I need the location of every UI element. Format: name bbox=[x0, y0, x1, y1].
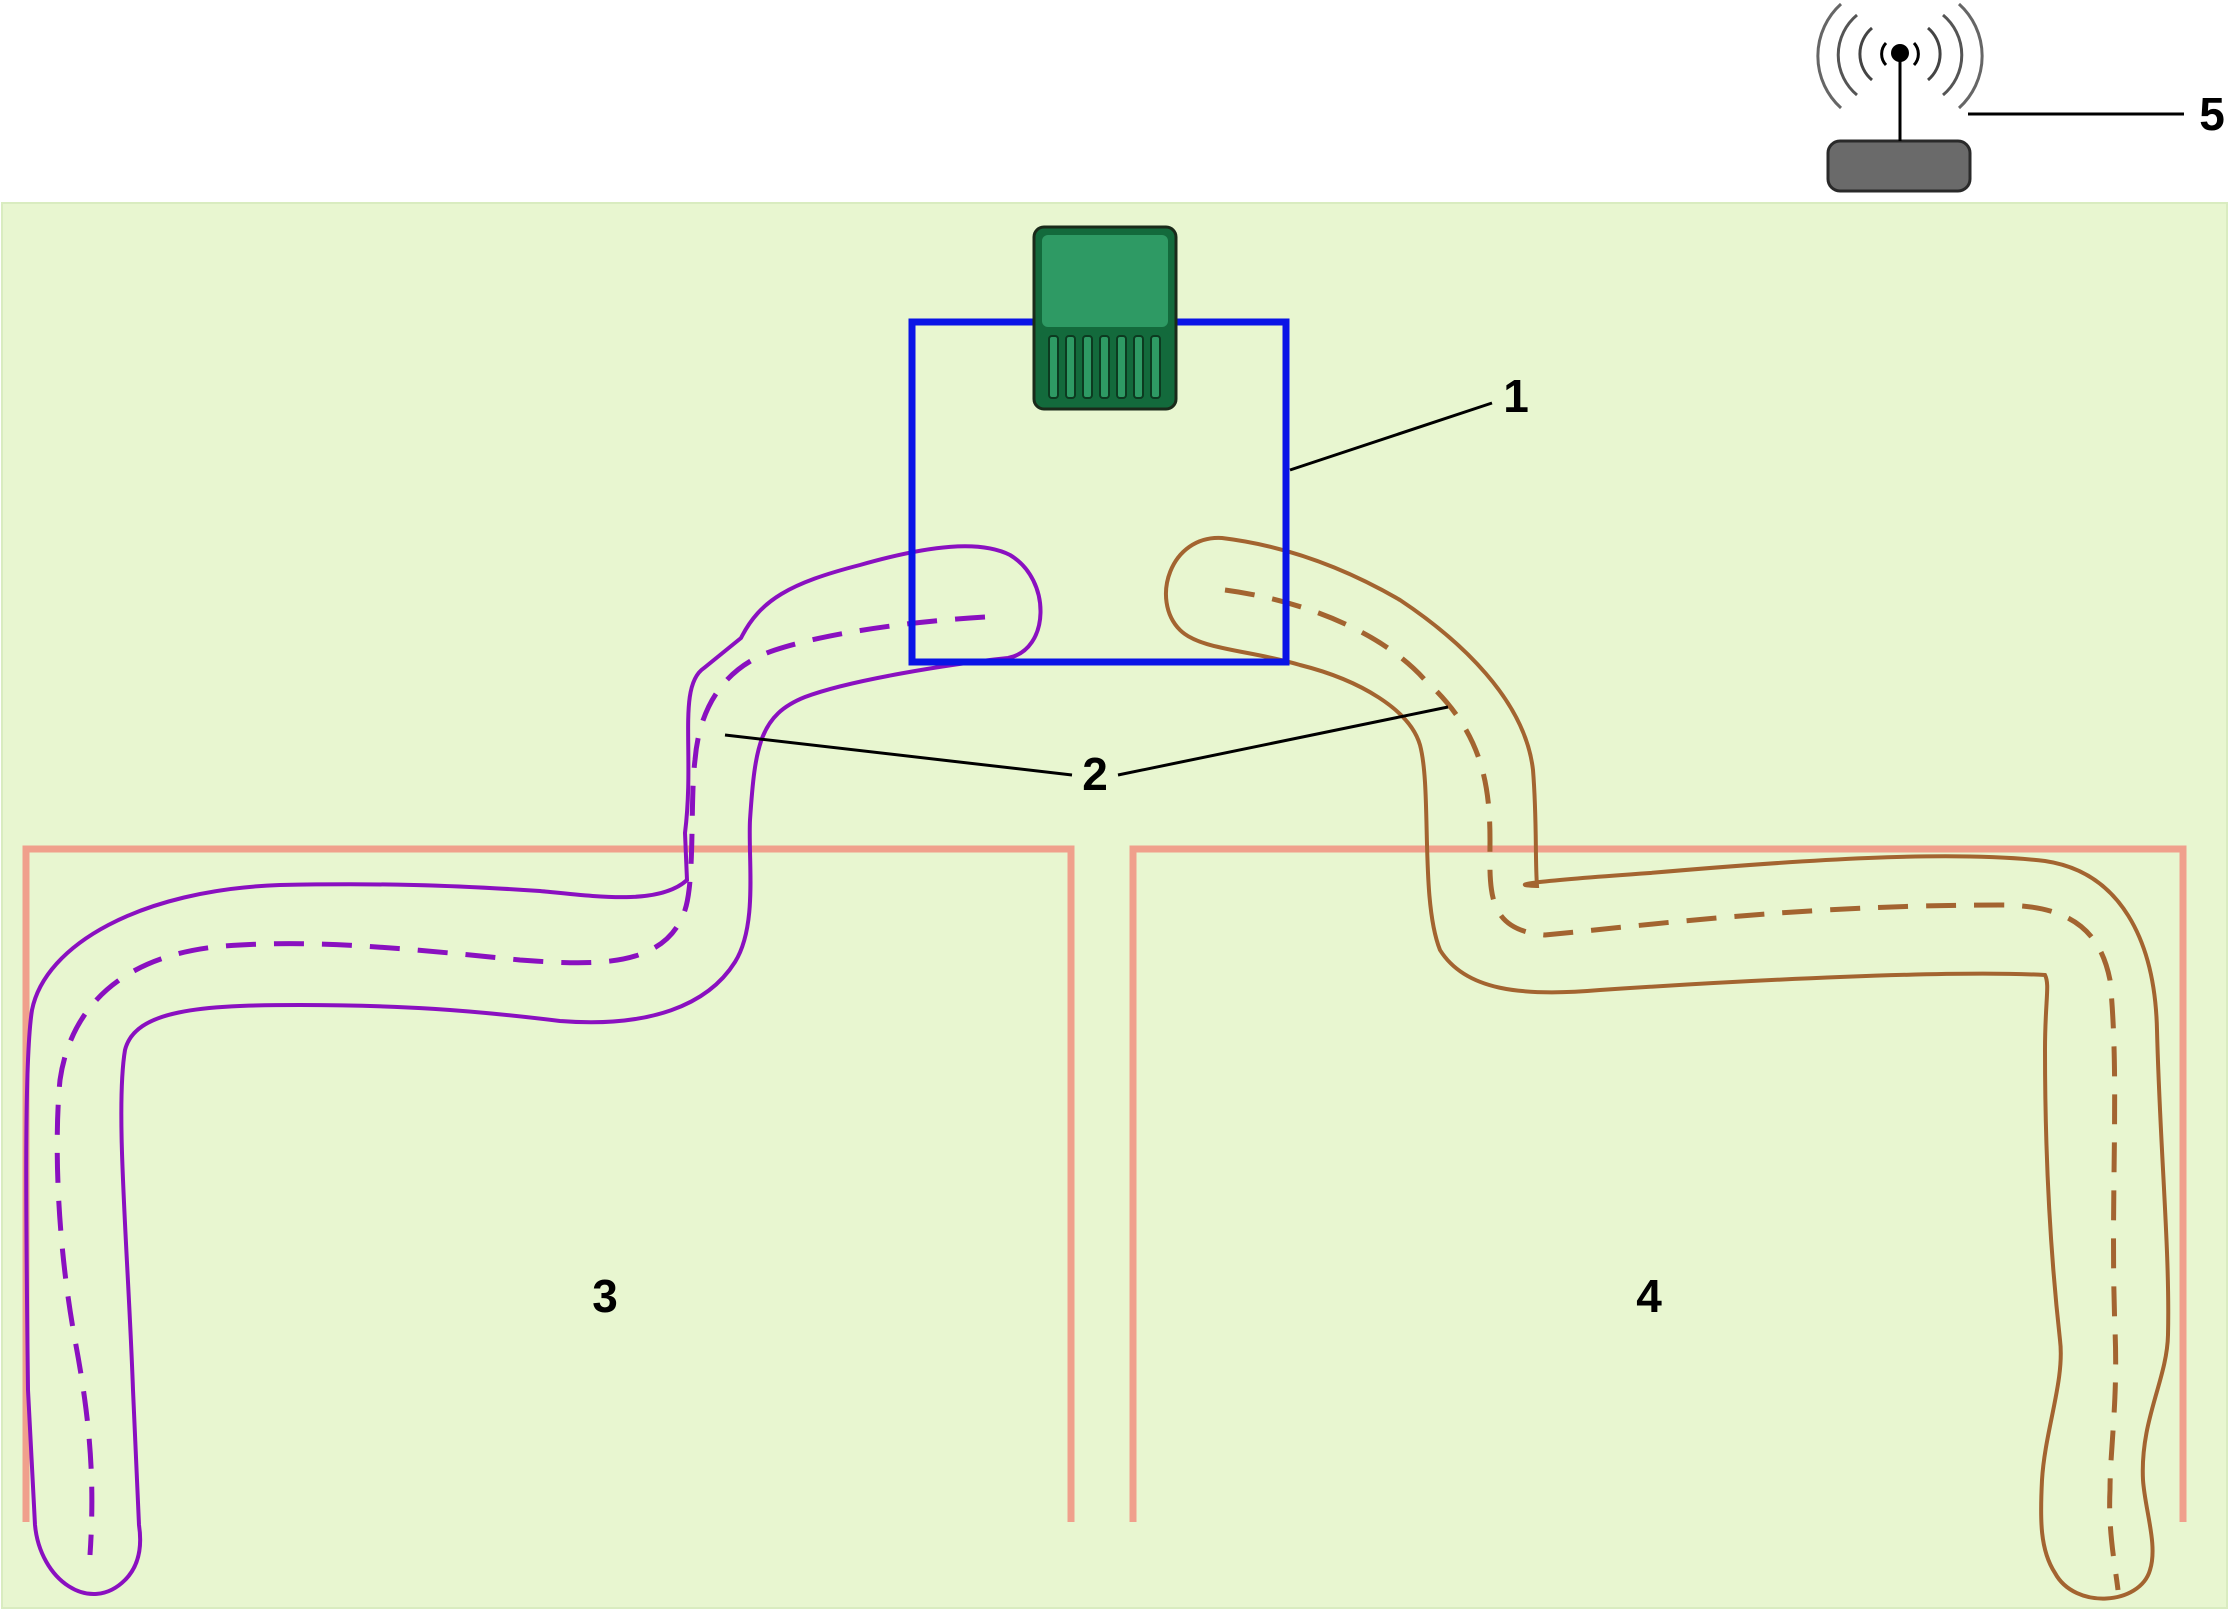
label-zone-3: 3 bbox=[592, 1270, 618, 1322]
lawn-area bbox=[1, 202, 2228, 1609]
zone-4-edge bbox=[1129, 845, 2187, 1522]
leader-line-1 bbox=[1289, 401, 1493, 472]
label-guide-wires: 2 bbox=[1082, 748, 1108, 800]
leader-line-2-right bbox=[1117, 705, 1449, 777]
label-boundary-wire: 1 bbox=[1503, 370, 1529, 422]
label-base-station: 5 bbox=[2199, 88, 2225, 140]
label-zone-4: 4 bbox=[1636, 1270, 1662, 1322]
left-guide-wire bbox=[54, 614, 986, 1556]
right-corridor-outline bbox=[1163, 535, 2171, 1601]
right-guide-wire bbox=[1224, 587, 2121, 1591]
antenna-icon bbox=[1816, 2, 1984, 193]
leader-line-2-left bbox=[724, 733, 1073, 777]
charging-station-icon bbox=[1032, 225, 1178, 411]
